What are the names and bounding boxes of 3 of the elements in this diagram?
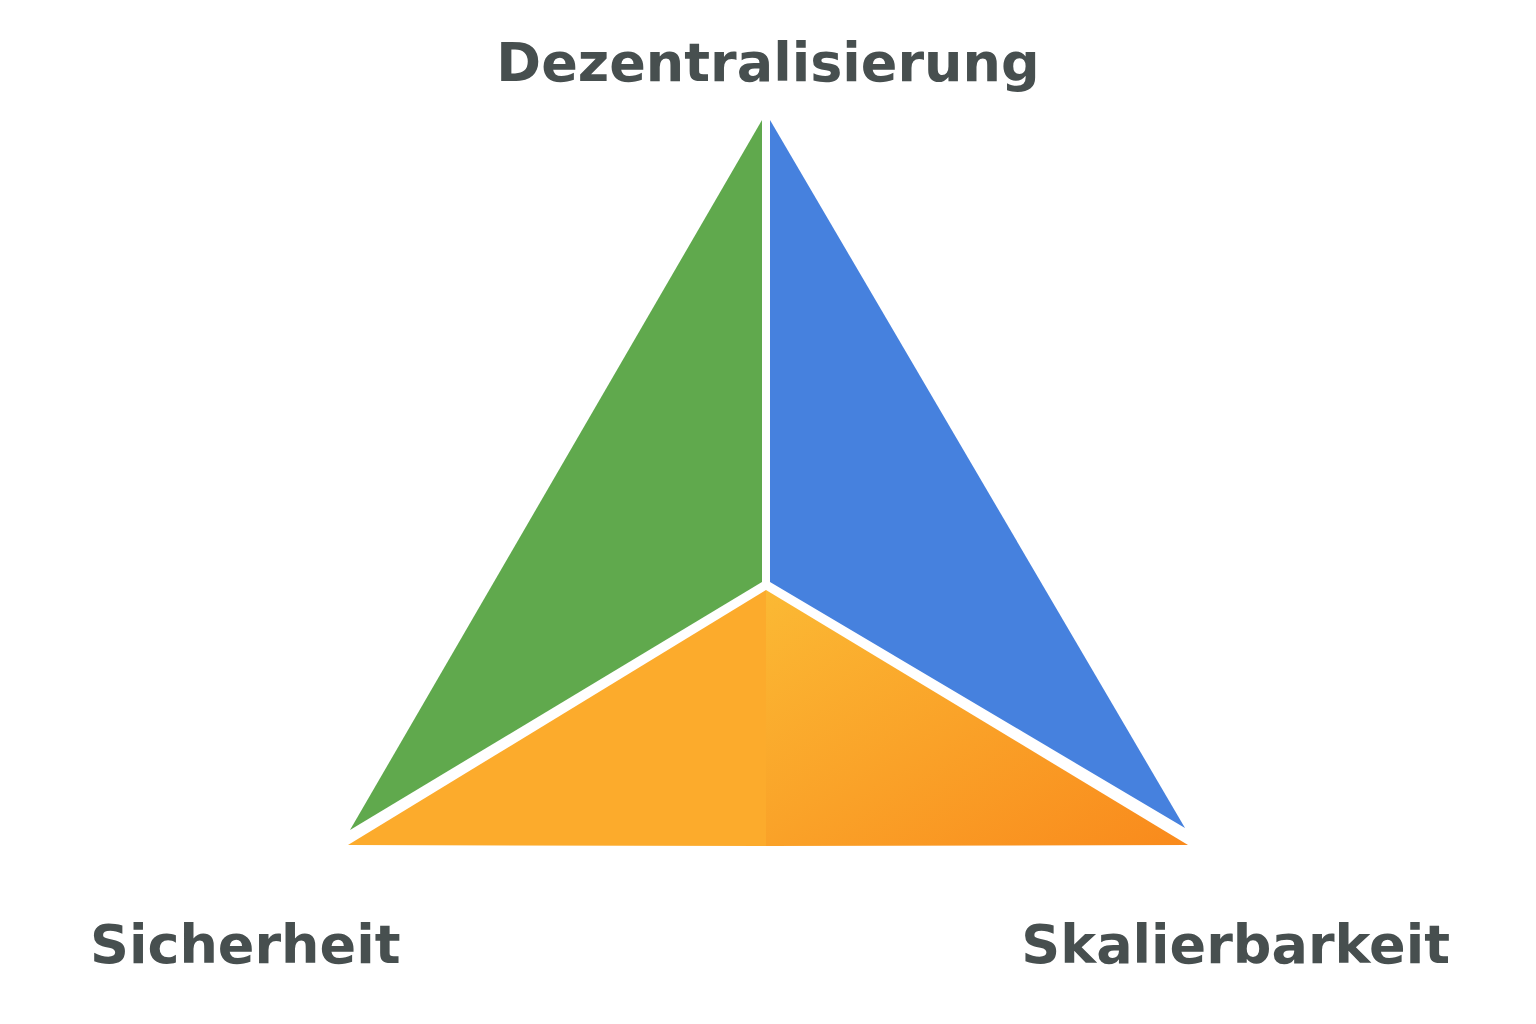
corner-label: Skalierbarkeit <box>1021 918 1450 972</box>
corner-label: Dezentralisierung <box>496 36 1040 90</box>
corner-label: Sicherheit <box>90 918 401 972</box>
